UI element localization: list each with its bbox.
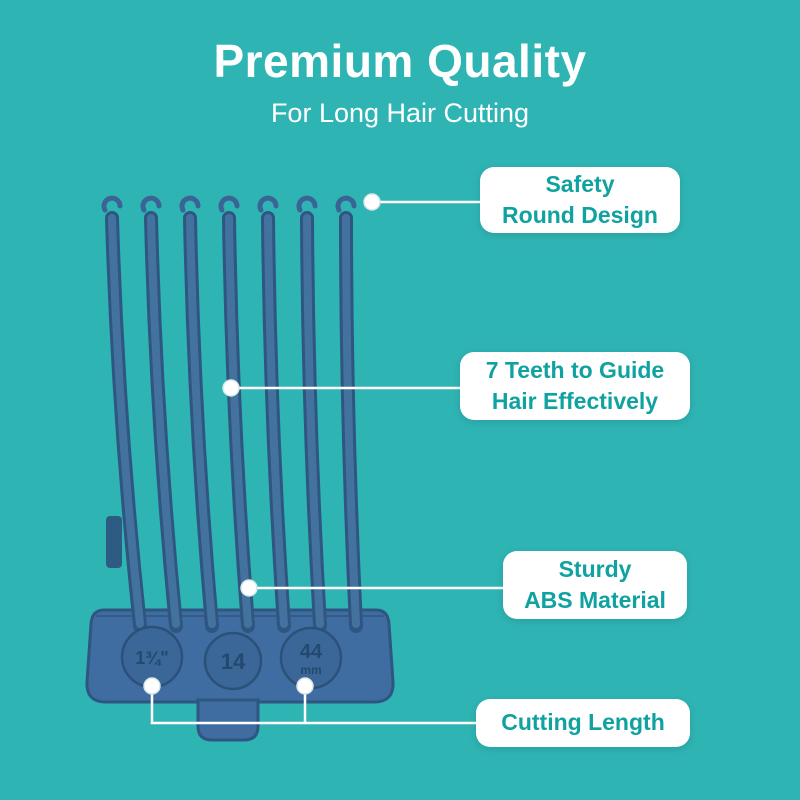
page-title: Premium Quality	[213, 35, 587, 87]
safety-hook-tips	[101, 195, 357, 213]
stamp-guard-number: 14	[221, 649, 246, 674]
callout-seven-teeth-guide: 7 Teeth to Guide Hair Effectively	[460, 352, 690, 420]
callout-dots	[143, 193, 381, 695]
stamp-inches: 1¾"	[135, 648, 169, 668]
page-subtitle: For Long Hair Cutting	[270, 98, 530, 128]
callout-cutting-length: Cutting Length	[476, 699, 690, 747]
stamp-mm-value: 44	[300, 641, 323, 663]
comb-teeth	[101, 195, 363, 633]
header: Premium Quality For Long Hair Cutting	[0, 34, 800, 129]
callout-sturdy-abs-material: Sturdy ABS Material	[503, 551, 687, 619]
comb-side-bracket	[106, 516, 122, 568]
callout-safety-round-design: Safety Round Design	[480, 167, 680, 233]
stamp-mm-unit: mm	[300, 663, 321, 677]
